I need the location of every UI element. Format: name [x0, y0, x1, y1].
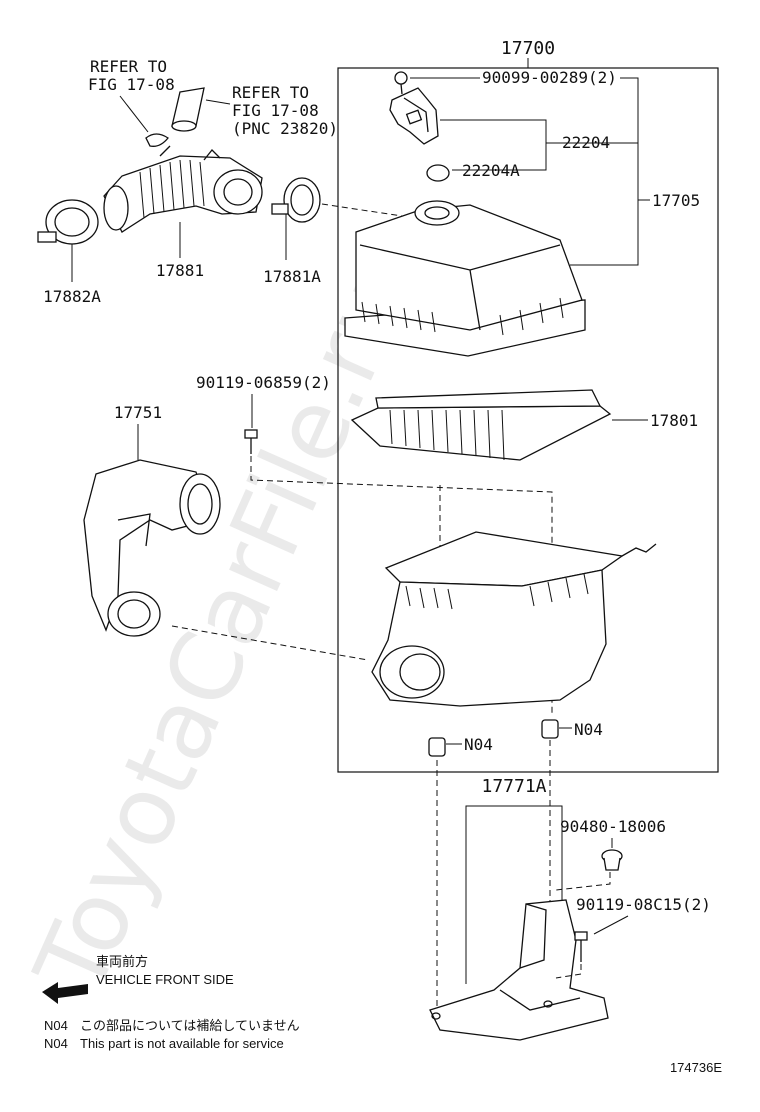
label-refer2-line2: FIG 17-08 [232, 101, 319, 120]
air-inlet-17751-icon[interactable] [83, 459, 221, 637]
label-22204A[interactable]: 22204A [462, 161, 520, 180]
label-refer2-line1: REFER TO [232, 83, 309, 102]
legend-n04-jp-text: この部品については補給していません [80, 1018, 300, 1033]
airflow-sensor-22204-icon[interactable] [389, 87, 439, 145]
label-n04-left[interactable]: N04 [464, 735, 493, 754]
bracket-leader-17771A [465, 805, 563, 984]
dash-inlet-to-case [171, 625, 369, 661]
air-filter-element-17801-icon[interactable] [350, 389, 612, 461]
leader-refer1 [119, 95, 149, 133]
dash-grommet [555, 872, 611, 891]
label-90480-18006[interactable]: 90480-18006 [560, 817, 666, 836]
label-refer2-line3: (PNC 23820) [232, 119, 338, 138]
dash-hose-to-cap [321, 203, 403, 217]
air-cleaner-cap-icon[interactable] [344, 200, 586, 357]
pcv-pipe-icon[interactable] [171, 87, 205, 132]
grommet-n04-right-icon[interactable] [541, 719, 559, 739]
label-17751[interactable]: 17751 [114, 403, 162, 422]
arrow-left-icon [42, 982, 88, 1004]
label-90119-06859[interactable]: 90119-06859(2) [196, 373, 331, 392]
bolt-90119-06859-icon[interactable] [244, 429, 258, 454]
label-17705[interactable]: 17705 [652, 191, 700, 210]
bolt-90099-icon[interactable] [394, 71, 408, 95]
label-refer1-line2: FIG 17-08 [88, 75, 175, 94]
dash-bolt-path [250, 456, 553, 715]
legend-n04-en-text: This part is not available for service [80, 1036, 284, 1051]
label-90119-08C15[interactable]: 90119-08C15(2) [576, 895, 711, 914]
label-n04-right[interactable]: N04 [574, 720, 603, 739]
air-hose-17881-icon[interactable] [103, 149, 263, 233]
grommet-n04-left-icon[interactable] [428, 737, 446, 757]
bracket-22204 [440, 119, 547, 171]
label-17801[interactable]: 17801 [650, 411, 698, 430]
legend-n04-jp-code: N04 [44, 1018, 68, 1033]
label-17700[interactable]: 17700 [501, 38, 555, 59]
legend-front-en: VEHICLE FRONT SIDE [96, 972, 234, 987]
dash-bolt-08C15 [555, 964, 582, 979]
label-refer1-line1: REFER TO [90, 57, 167, 76]
leader-refer2 [205, 99, 231, 105]
air-cleaner-case-icon[interactable] [371, 531, 657, 707]
bolt-90119-08C15-icon[interactable] [574, 931, 588, 962]
label-90099-00289[interactable]: 90099-00289(2) [482, 68, 617, 87]
small-hose-icon[interactable] [145, 133, 171, 157]
clamp-17881A-icon[interactable] [271, 177, 321, 223]
legend-front-jp: 車両前方 [96, 954, 148, 969]
gasket-22204A-icon[interactable] [426, 164, 450, 182]
bracket-17771A-icon[interactable] [429, 899, 609, 1041]
label-17882A[interactable]: 17882A [43, 287, 101, 306]
label-17881A[interactable]: 17881A [263, 267, 321, 286]
clamp-17882A-icon[interactable] [37, 199, 99, 245]
legend-n04-en-code: N04 [44, 1036, 68, 1051]
grommet-90480-icon[interactable] [601, 849, 623, 871]
bracket-17705 [570, 77, 639, 266]
label-17881[interactable]: 17881 [156, 261, 204, 280]
leader-90119-08C15 [593, 915, 629, 935]
figure-id: 174736E [670, 1060, 722, 1075]
label-17771A[interactable]: 17771A [481, 776, 546, 797]
